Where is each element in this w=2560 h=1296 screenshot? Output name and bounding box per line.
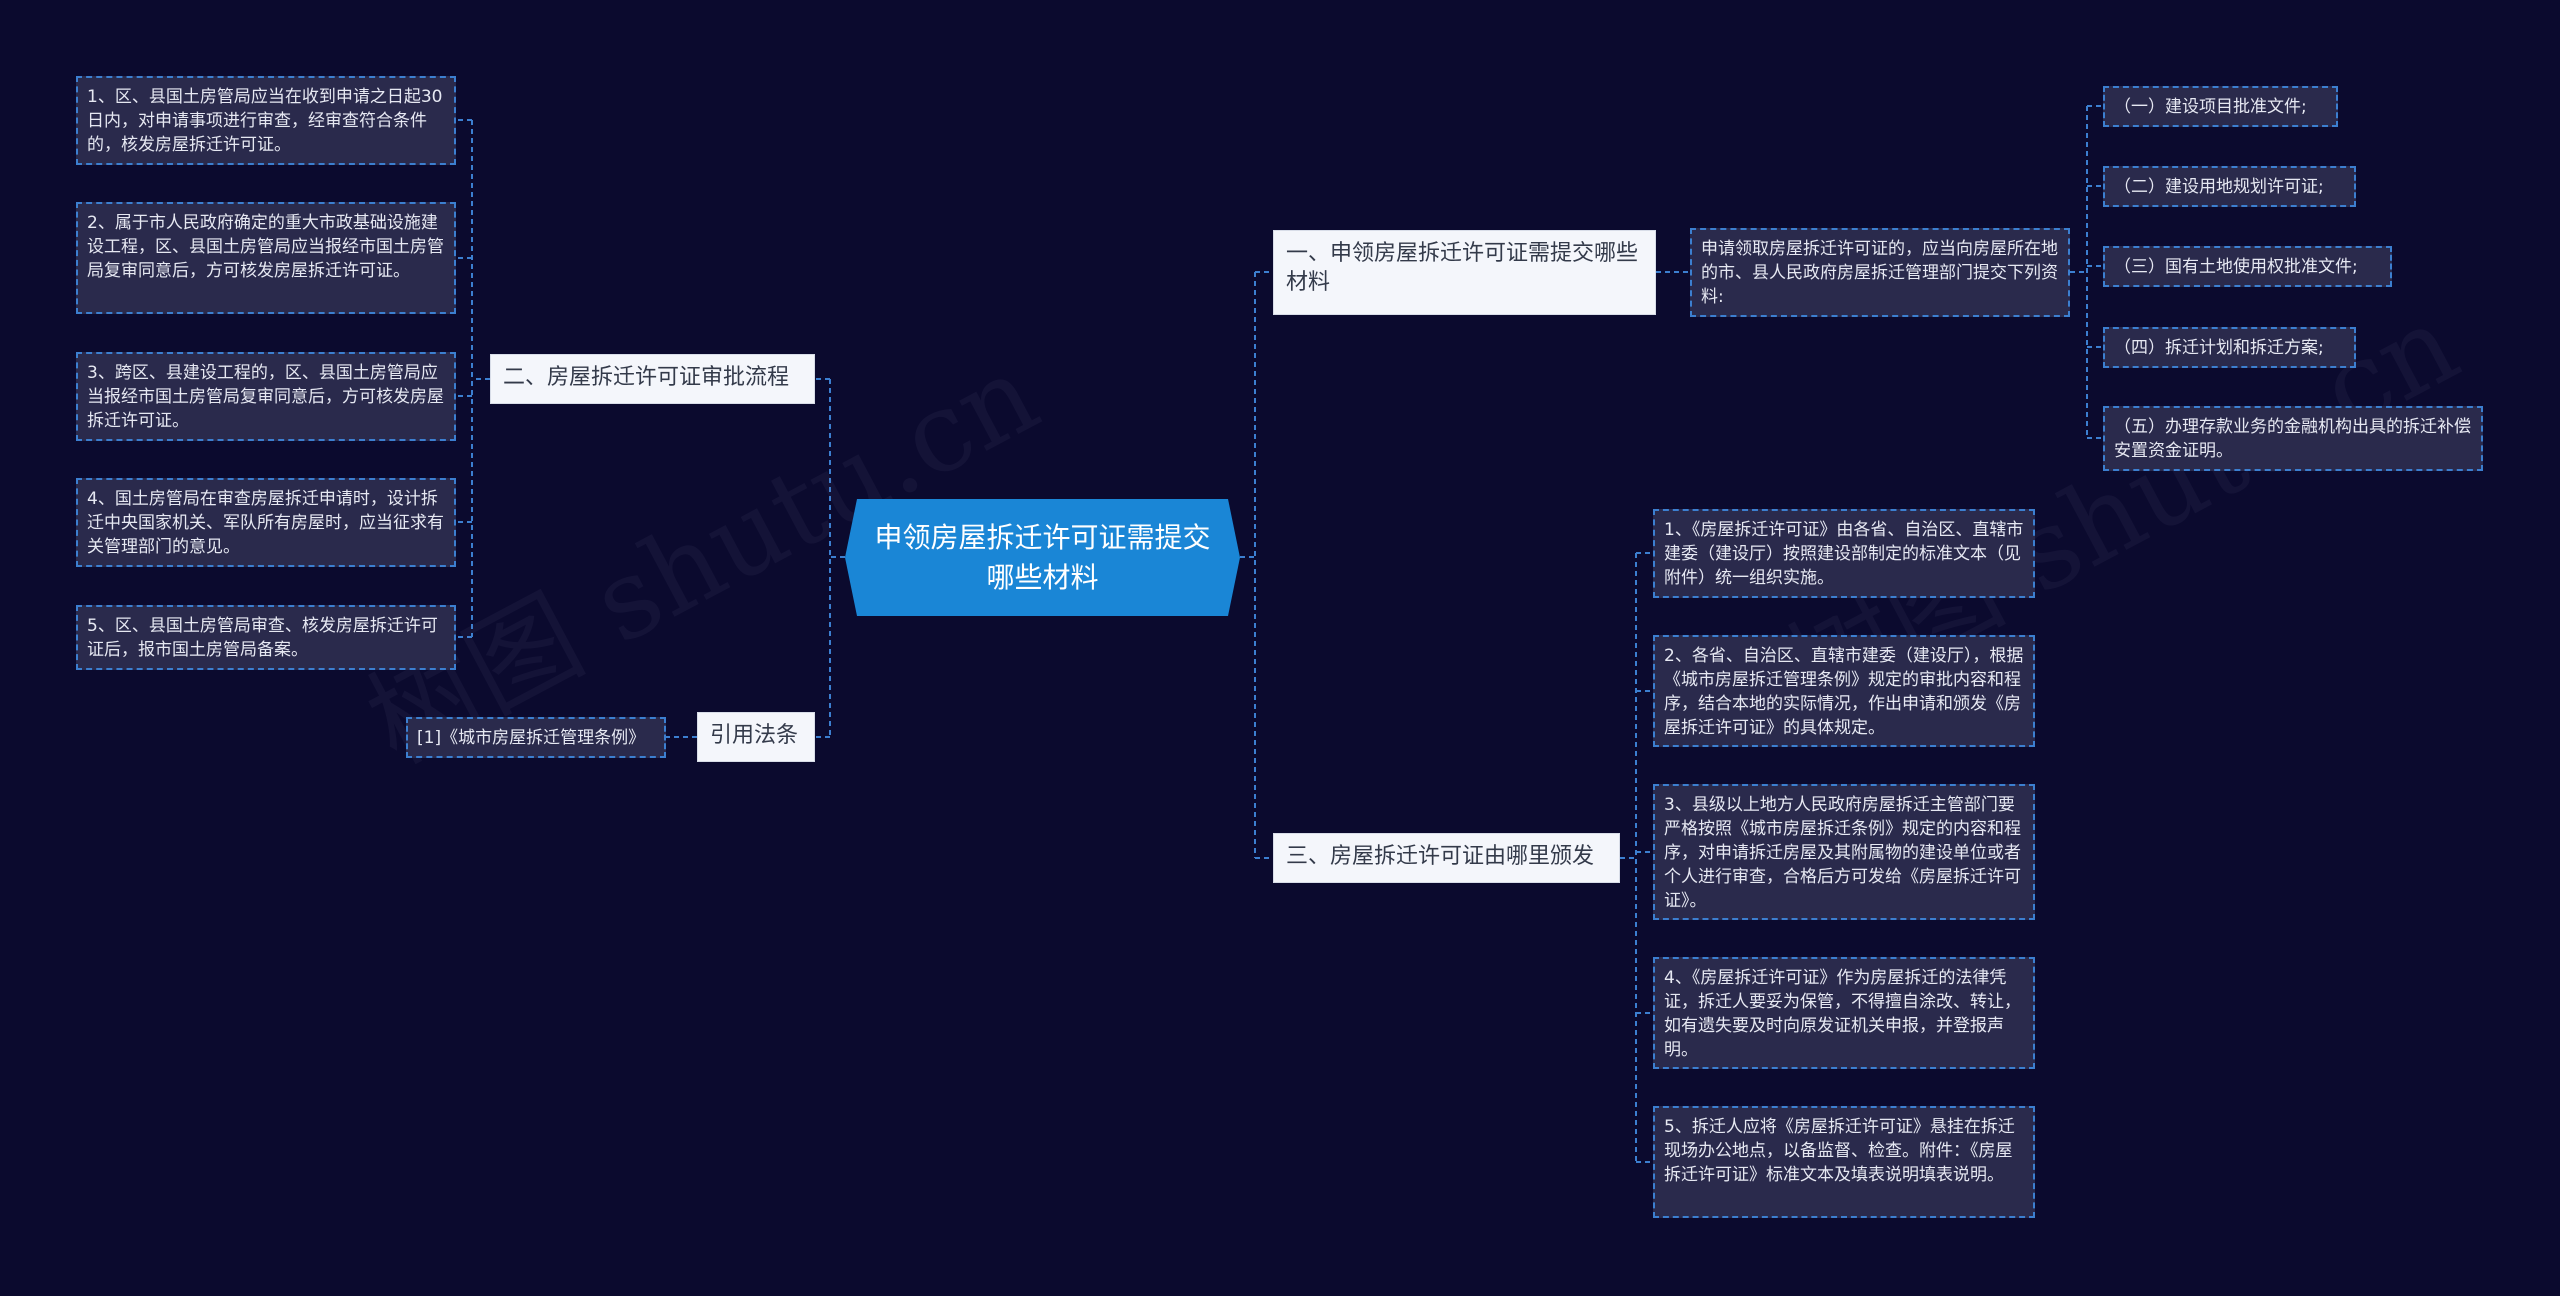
branch-cited-law[interactable]: 引用法条: [697, 712, 815, 762]
material-item-5[interactable]: （五）办理存款业务的金融机构出具的拆迁补偿安置资金证明。: [2103, 406, 2483, 471]
branch-issuing-authority[interactable]: 三、房屋拆迁许可证由哪里颁发: [1273, 833, 1620, 883]
cited-law-item[interactable]: [1]《城市房屋拆迁管理条例》: [406, 717, 666, 758]
branch-submit-materials[interactable]: 一、申领房屋拆迁许可证需提交哪些材料: [1273, 230, 1656, 315]
issuing-item-3[interactable]: 3、县级以上地方人民政府房屋拆迁主管部门要严格按照《城市房屋拆迁条例》规定的内容…: [1653, 784, 2035, 920]
material-item-2[interactable]: （二）建设用地规划许可证;: [2103, 166, 2356, 207]
material-item-1[interactable]: （一）建设项目批准文件;: [2103, 86, 2338, 127]
issuing-item-5[interactable]: 5、拆迁人应将《房屋拆迁许可证》悬挂在拆迁现场办公地点，以备监督、检查。附件：《…: [1653, 1106, 2035, 1218]
material-item-3[interactable]: （三）国有土地使用权批准文件;: [2103, 246, 2392, 287]
root-topic[interactable]: 申领房屋拆迁许可证需提交哪些材料: [845, 499, 1240, 616]
approval-step-1[interactable]: 1、区、县国土房管局应当在收到申请之日起30日内，对申请事项进行审查，经审查符合…: [76, 76, 456, 165]
approval-step-3[interactable]: 3、跨区、县建设工程的，区、县国土房管局应当报经市国土房管局复审同意后，方可核发…: [76, 352, 456, 441]
branch-approval-process[interactable]: 二、房屋拆迁许可证审批流程: [490, 354, 815, 404]
issuing-item-4[interactable]: 4、《房屋拆迁许可证》作为房屋拆迁的法律凭证，拆迁人要妥为保管，不得擅自涂改、转…: [1653, 957, 2035, 1069]
approval-step-4[interactable]: 4、国土房管局在审查房屋拆迁申请时，设计拆迁中央国家机关、军队所有房屋时，应当征…: [76, 478, 456, 567]
approval-step-2[interactable]: 2、属于市人民政府确定的重大市政基础设施建设工程，区、县国土房管局应当报经市国土…: [76, 202, 456, 314]
intro-note[interactable]: 申请领取房屋拆迁许可证的，应当向房屋所在地的市、县人民政府房屋拆迁管理部门提交下…: [1690, 228, 2070, 317]
issuing-item-2[interactable]: 2、各省、自治区、直辖市建委（建设厅），根据《城市房屋拆迁管理条例》规定的审批内…: [1653, 635, 2035, 747]
approval-step-5[interactable]: 5、区、县国土房管局审查、核发房屋拆迁许可证后，报市国土房管局备案。: [76, 605, 456, 670]
issuing-item-1[interactable]: 1、《房屋拆迁许可证》由各省、自治区、直辖市建委（建设厅）按照建设部制定的标准文…: [1653, 509, 2035, 598]
material-item-4[interactable]: （四）拆迁计划和拆迁方案;: [2103, 327, 2356, 368]
